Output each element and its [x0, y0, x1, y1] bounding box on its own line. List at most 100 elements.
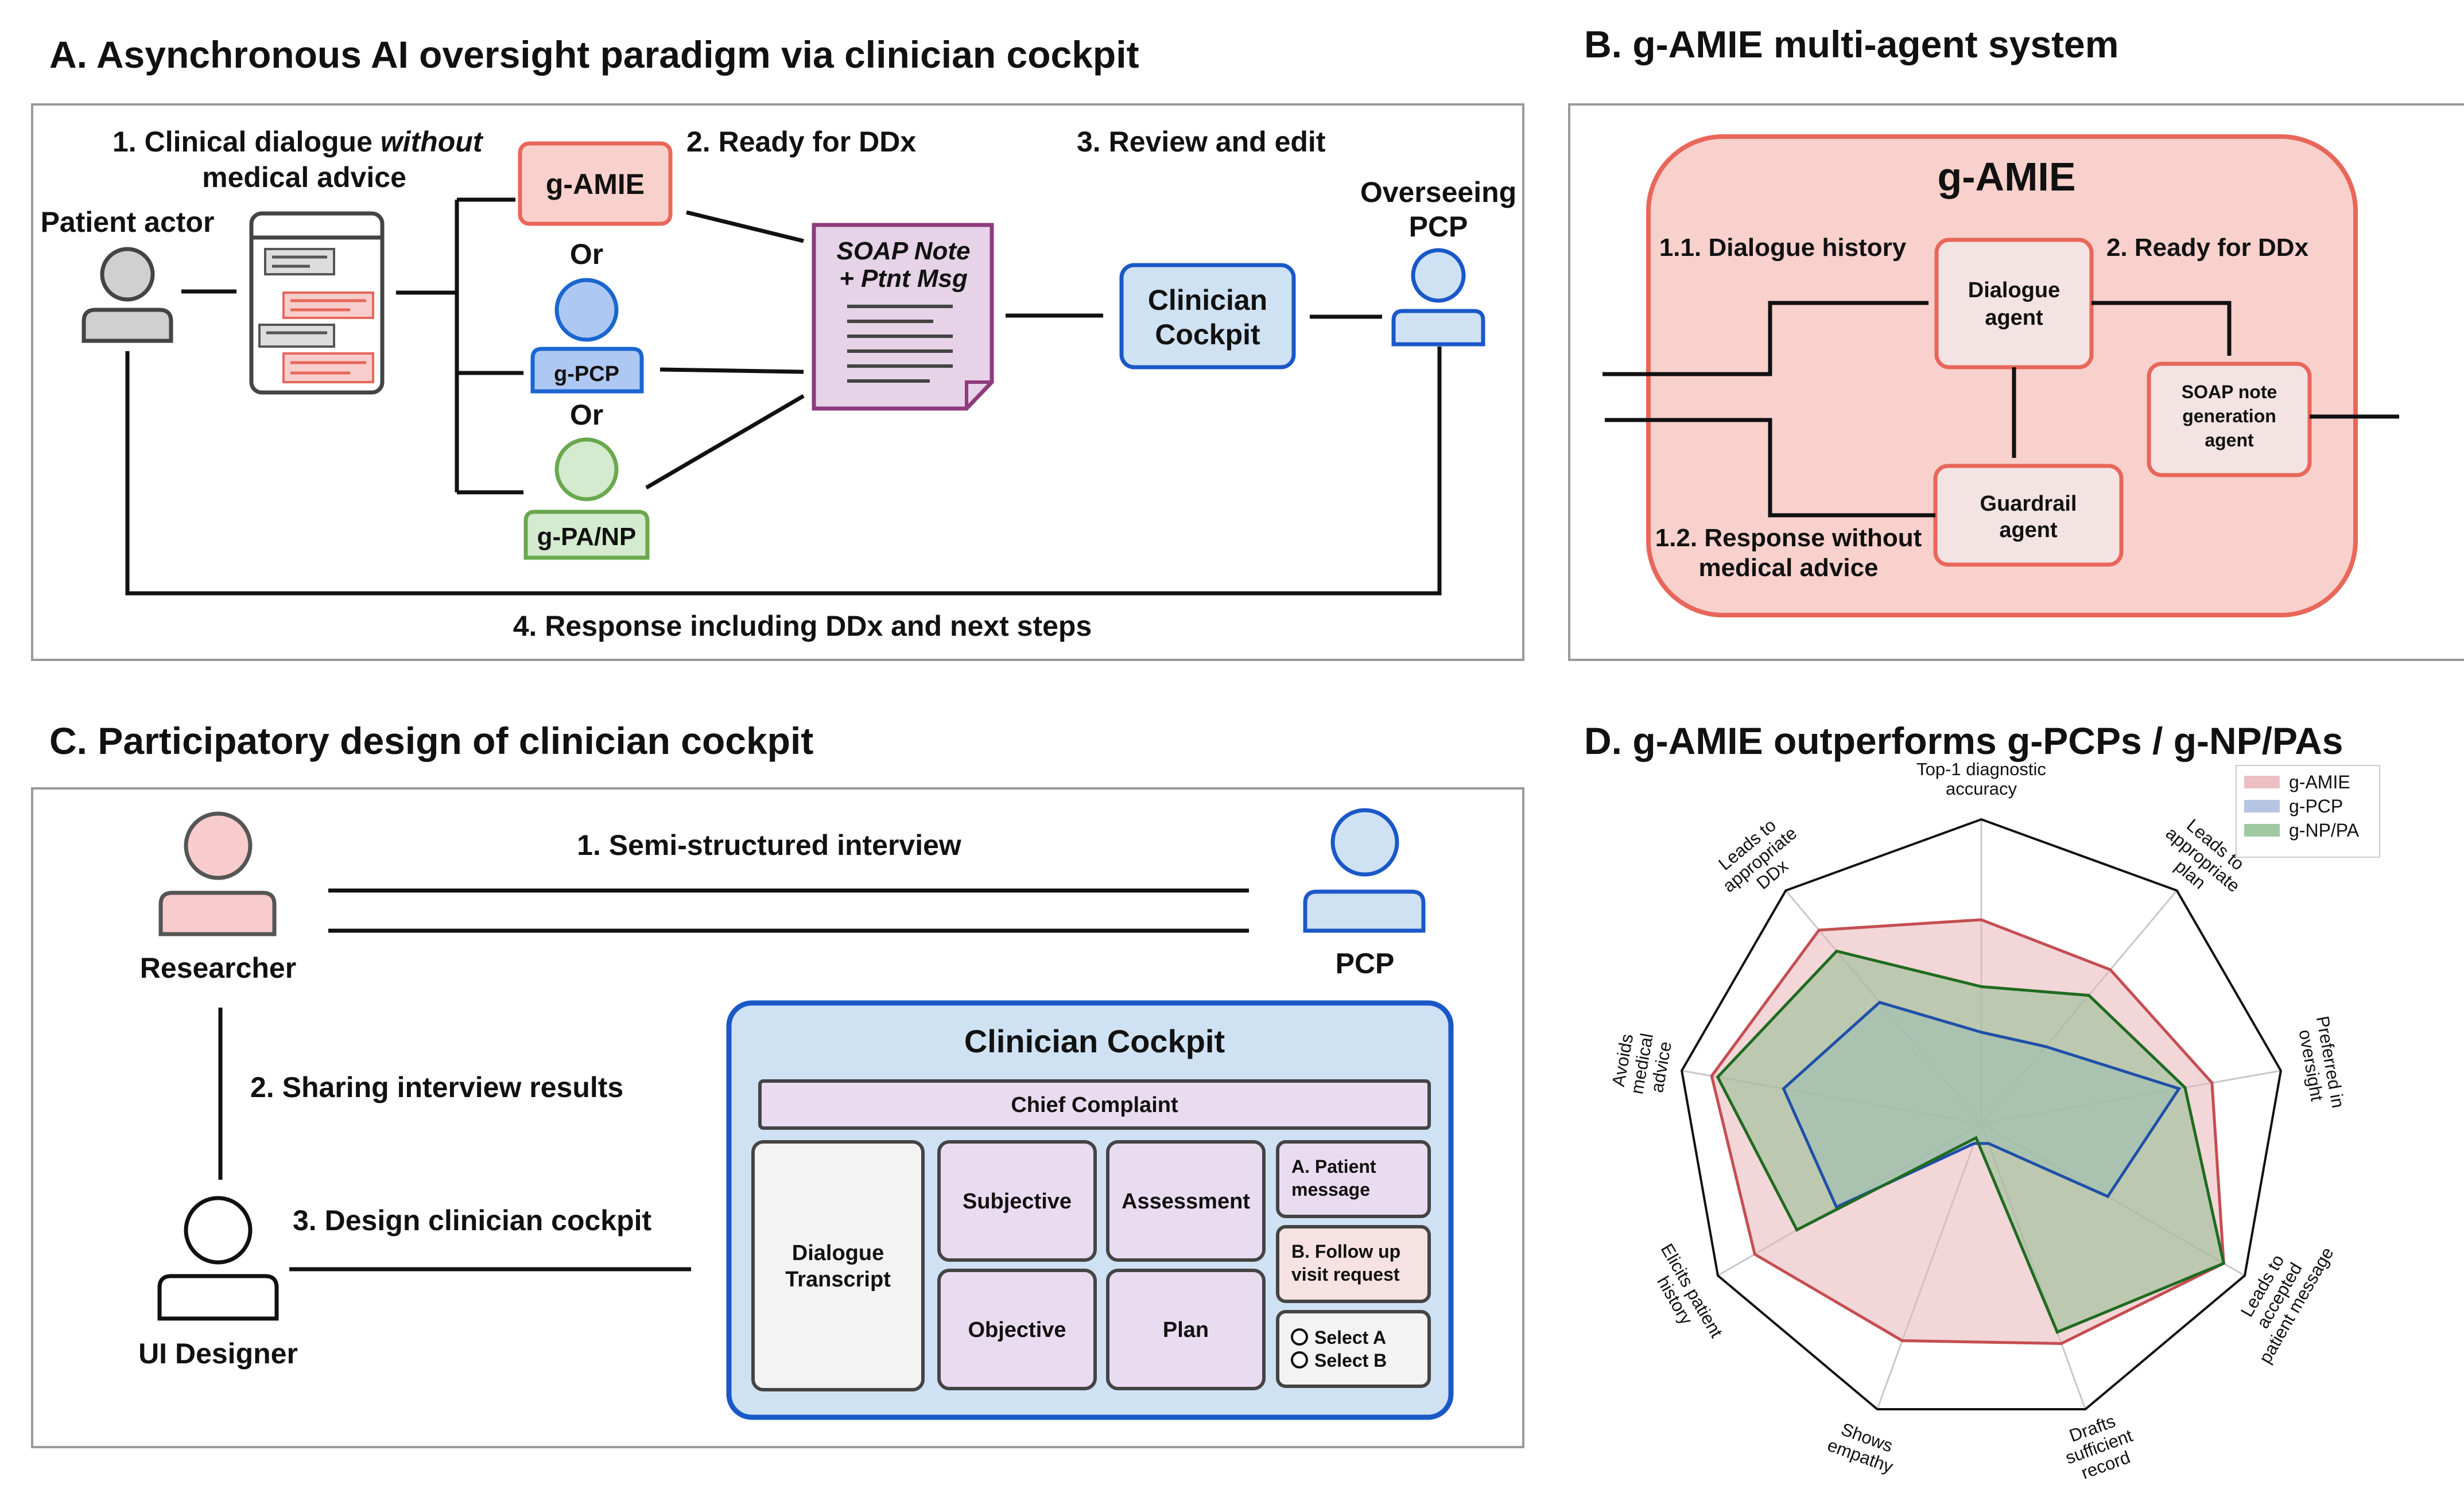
radar-axis-label: Preferred inoversight	[2293, 1014, 2348, 1113]
followup-line1: B. Follow up	[1291, 1241, 1400, 1262]
dialogue-agent-line1: Dialogue	[1968, 278, 2060, 302]
soap-agent-box	[2147, 361, 2312, 477]
objective-box	[937, 1269, 1097, 1390]
transcript-line2: Transcript	[785, 1268, 891, 1292]
soap-note-document	[812, 223, 994, 411]
transcript-box	[751, 1140, 925, 1391]
researcher-icon	[158, 811, 277, 936]
patient-message-line2: message	[1291, 1179, 1370, 1200]
ready-for-ddx-label: 2. Ready for DDx	[2106, 234, 2309, 262]
soap-agent-line1: SOAP note	[2182, 382, 2277, 402]
plan-label: Plan	[1163, 1318, 1209, 1342]
select-b-radio[interactable]	[1291, 1351, 1308, 1368]
subjective-label: Subjective	[963, 1189, 1072, 1214]
overseeing-pcp-label-line2: PCP	[1409, 211, 1468, 243]
radar-area-g-np-pa	[1717, 951, 2224, 1332]
panel-b-frame	[1568, 103, 2464, 661]
transcript-line1: Dialogue	[792, 1241, 884, 1265]
subjective-box	[937, 1140, 1097, 1262]
assessment-label: Assessment	[1122, 1189, 1250, 1214]
radar-legend-swatch	[2244, 776, 2280, 788]
panel-b-arrows	[1602, 301, 2400, 518]
soap-agent-line3: agent	[2205, 430, 2254, 450]
radar-line-g-pcp	[1782, 1001, 2182, 1210]
or-label-2: Or	[570, 399, 603, 431]
gpcp-label: g-PCP	[554, 362, 619, 386]
plan-box	[1106, 1269, 1266, 1390]
radar-axis-label: Leads toappropriateDDx	[1706, 808, 1813, 911]
radar-legend-label: g-AMIE	[2289, 772, 2350, 792]
response-loop-arrow	[125, 347, 1442, 596]
radar-line-g-amie	[1710, 918, 2225, 1346]
gamie-box	[518, 141, 673, 226]
branch-connectors	[395, 197, 524, 495]
soap-note-line1: SOAP Note	[836, 237, 970, 265]
panel-b: B. g-AMIE multi-agent system g-AMIE 1.1.…	[1568, 23, 2464, 661]
assessment-box	[1106, 1140, 1266, 1262]
step3-label: 3. Review and edit	[1077, 126, 1326, 158]
pcp-label: PCP	[1336, 947, 1395, 979]
panel-c: C. Participatory design of clinician coc…	[31, 720, 1524, 1448]
panel-a: A. Asynchronous AI oversight paradigm vi…	[31, 33, 1524, 661]
radar-legend-label: g-PCP	[2289, 796, 2343, 817]
cockpit-box	[1119, 263, 1296, 370]
gpanp-icon	[523, 437, 650, 560]
patient-actor-icon	[82, 247, 173, 343]
followup-line2: visit request	[1291, 1264, 1400, 1285]
overseeing-pcp-icon	[1391, 248, 1485, 347]
cockpit-label-line1: Clinician	[1148, 284, 1267, 316]
radar-axis-label: Avoidsmedicaladvice	[1608, 1028, 1677, 1099]
panel-d: D. g-AMIE outperforms g-PCPs / g-NP/PAs …	[1584, 720, 2380, 1483]
soap-note-line2: + Ptnt Msg	[839, 265, 968, 293]
radar-legend-swatch	[2244, 800, 2280, 812]
step2-label: 2. Ready for DDx	[686, 126, 916, 158]
dialogue-history-label: 1.1. Dialogue history	[1659, 234, 1907, 262]
panel-d-title: D. g-AMIE outperforms g-PCPs / g-NP/PAs	[1584, 720, 2343, 762]
cockpit-label-line2: Cockpit	[1155, 318, 1260, 351]
radar-line-g-np-pa	[1716, 949, 2226, 1334]
dialogue-agent-line2: agent	[1985, 306, 2043, 330]
radar-axis-label: Showsempathy	[1825, 1417, 1903, 1478]
chief-complaint-box	[758, 1079, 1431, 1130]
guardrail-agent-line2: agent	[1999, 518, 2058, 542]
chief-complaint-label: Chief Complaint	[1011, 1093, 1178, 1117]
gamie-label: g-AMIE	[546, 168, 645, 200]
cockpit-mockup-title: Clinician Cockpit	[964, 1023, 1225, 1059]
researcher-label: Researcher	[140, 952, 296, 984]
radar-outer-frame	[1681, 818, 2282, 1410]
response-label-line1: 1.2. Response without	[1655, 524, 1922, 552]
interview-label: 1. Semi-structured interview	[577, 829, 961, 861]
panel-b-title: B. g-AMIE multi-agent system	[1584, 23, 2118, 65]
followup-box	[1276, 1225, 1431, 1303]
gamie-system-title: g-AMIE	[1937, 154, 2075, 199]
radar-legend-swatch	[2244, 824, 2280, 837]
dialogue-agent-box	[1934, 238, 2094, 370]
chat-window-icon	[249, 211, 385, 395]
gpanp-label: g-PA/NP	[537, 523, 637, 551]
select-b-label: Select B	[1314, 1350, 1387, 1371]
ui-designer-icon	[157, 1196, 279, 1321]
select-box	[1276, 1310, 1431, 1388]
radar-legend-label: g-NP/PA	[2289, 820, 2360, 841]
or-label-1: Or	[570, 238, 603, 270]
patient-message-box	[1276, 1140, 1431, 1218]
pcp-icon	[1303, 808, 1426, 933]
guardrail-agent-line1: Guardrail	[1980, 492, 2077, 516]
select-a-radio[interactable]	[1291, 1328, 1308, 1346]
patient-actor-label: Patient actor	[41, 206, 215, 238]
ui-designer-label: UI Designer	[138, 1338, 298, 1370]
step1-label: 1. Clinical dialogue without	[112, 126, 484, 158]
response-label-line2: medical advice	[1698, 554, 1878, 582]
panel-a-title: A. Asynchronous AI oversight paradigm vi…	[49, 33, 1139, 76]
panel-c-frame	[31, 787, 1524, 1448]
overseeing-pcp-label-line1: Overseeing	[1360, 176, 1516, 208]
panel-a-frame	[31, 103, 1524, 661]
step1-label-line2: medical advice	[202, 161, 406, 193]
patient-message-line1: A. Patient	[1291, 1156, 1376, 1177]
soap-agent-line2: generation	[2182, 406, 2276, 426]
design-label: 3. Design clinician cockpit	[293, 1204, 652, 1237]
step4-label: 4. Response including DDx and next steps	[513, 610, 1092, 642]
